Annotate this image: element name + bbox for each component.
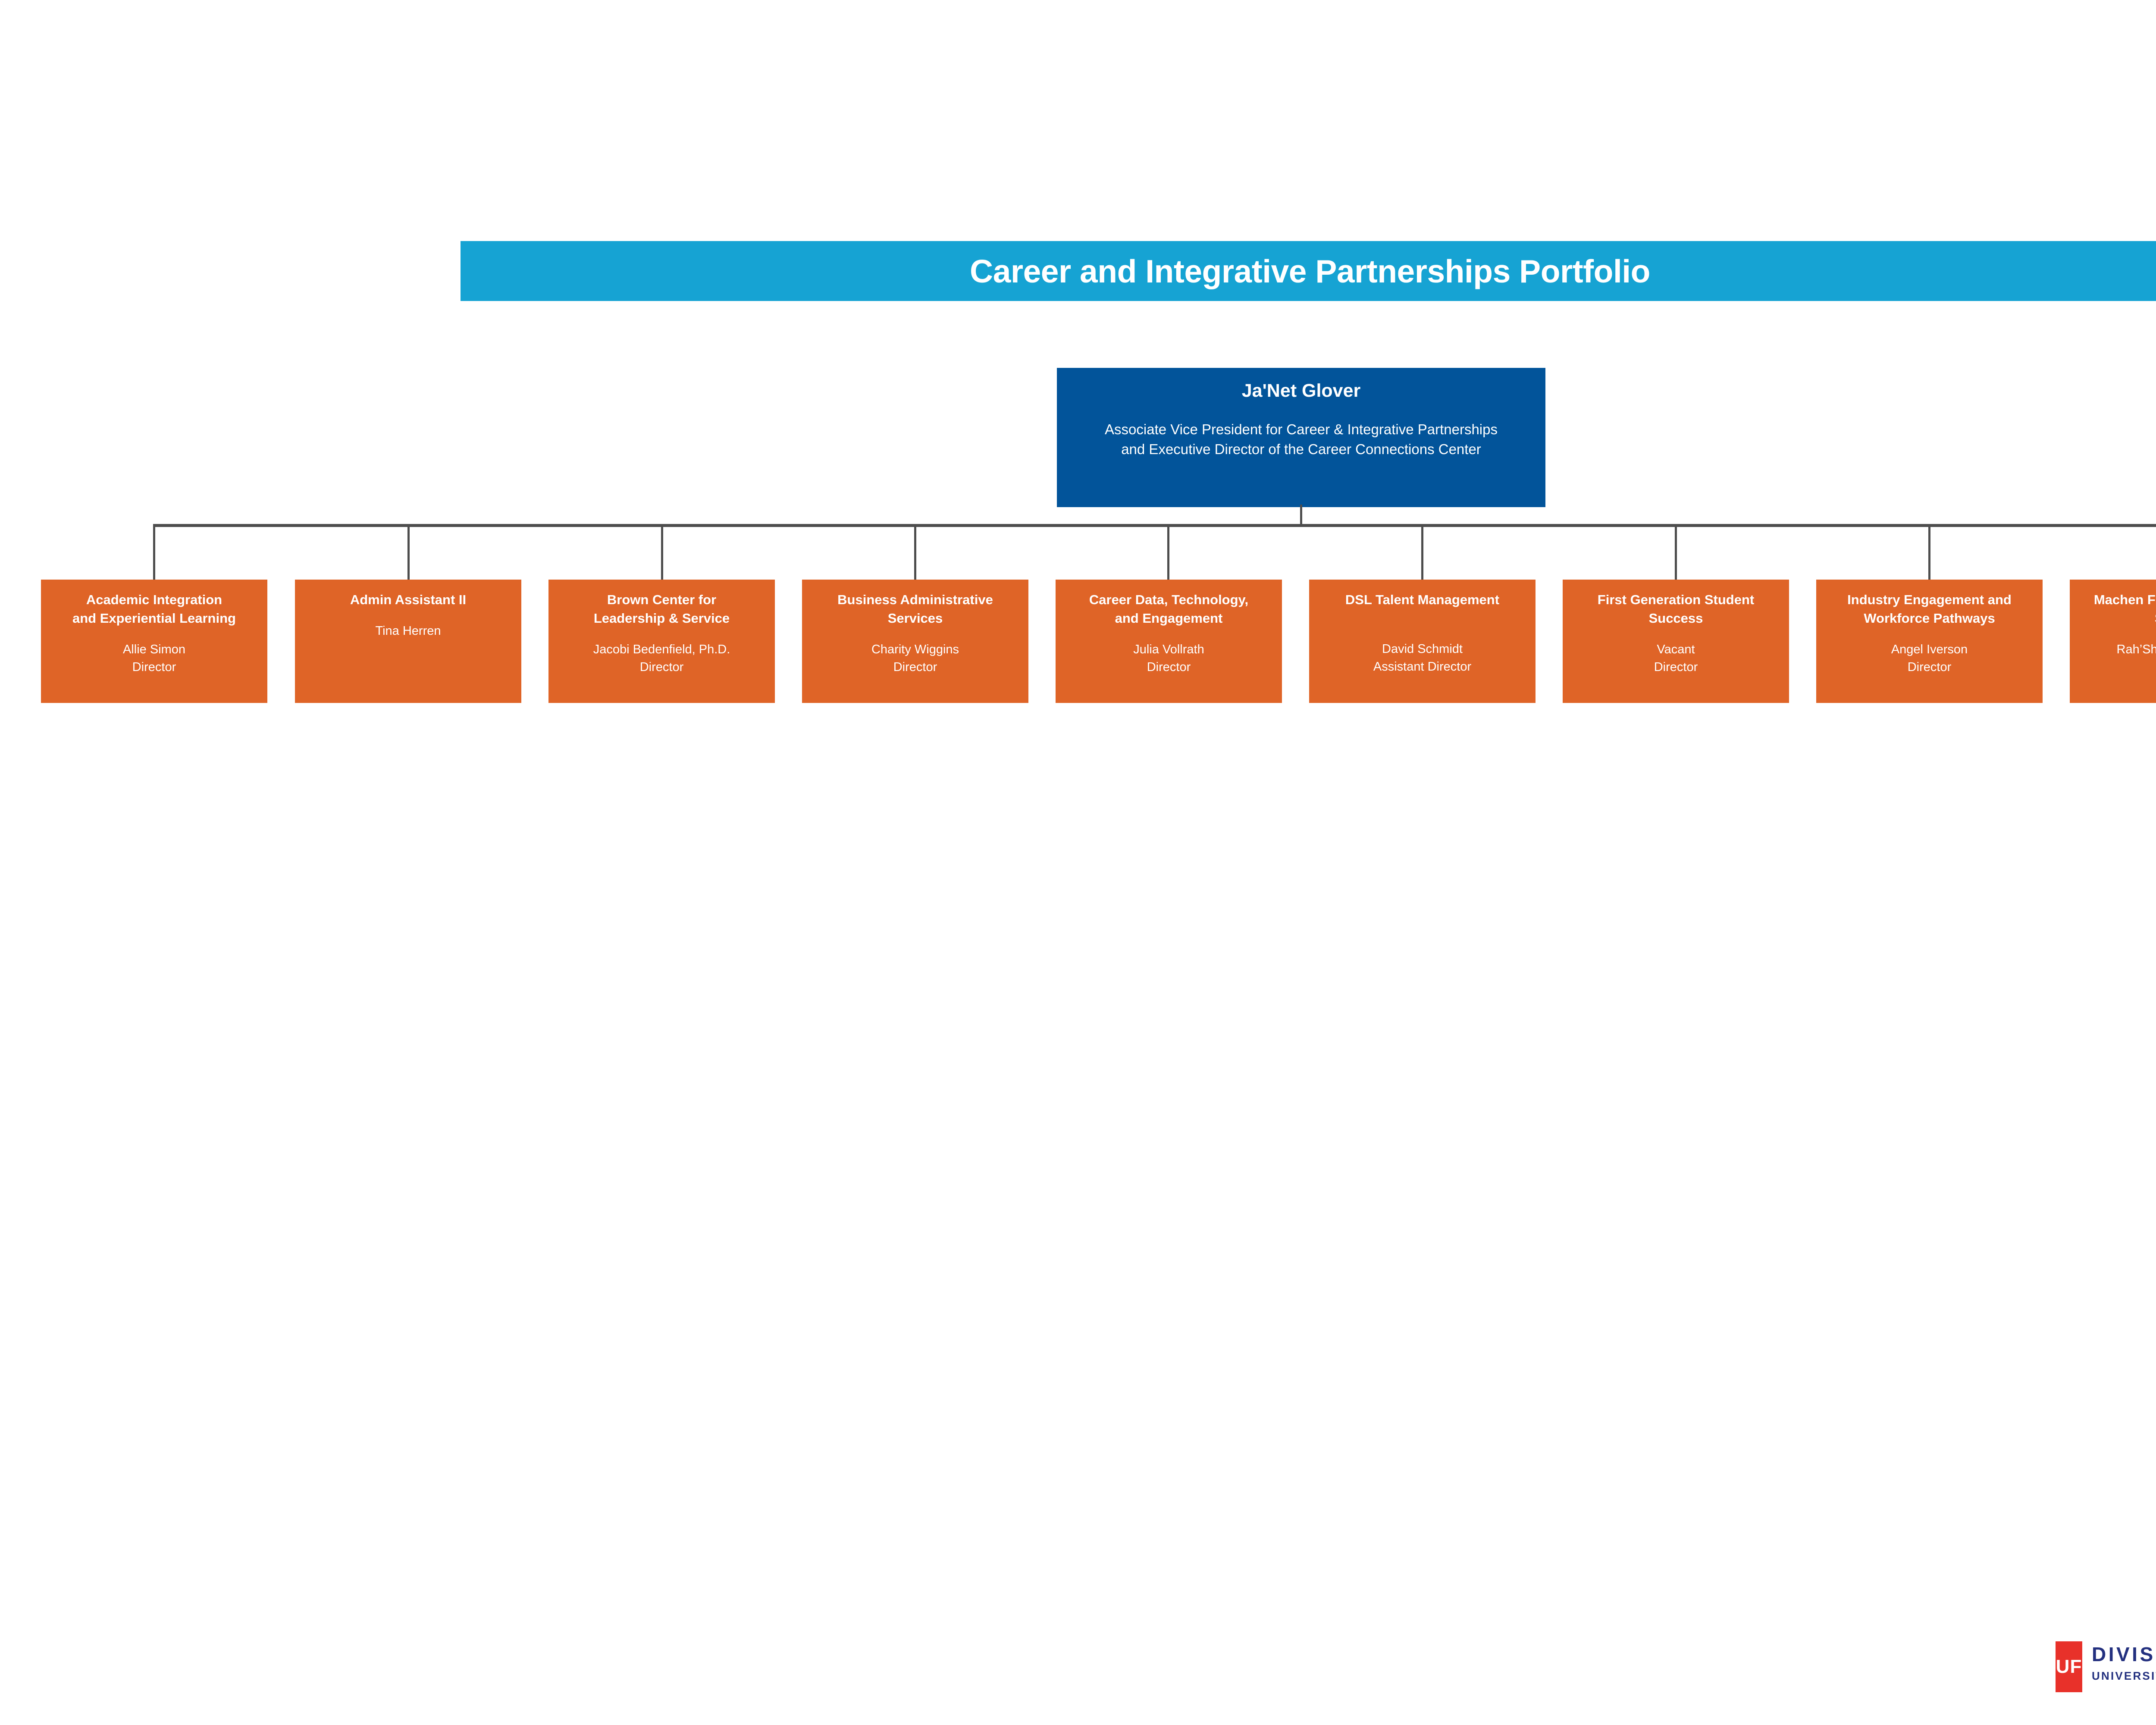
uf-logo-line-1: DIVISION OF STUDENT LIFE	[2092, 1643, 2156, 1665]
connector-drop-1	[153, 524, 155, 580]
org-node-department[interactable]: Admin Assistant II Tina Herren	[295, 580, 521, 703]
department-row: Academic Integration and Experiential Le…	[0, 580, 2156, 705]
department-person: Julia Vollrath	[1133, 642, 1204, 656]
org-node-department[interactable]: Academic Integration and Experiential Le…	[41, 580, 267, 703]
department-role: Assistant Director	[1373, 659, 1472, 674]
uf-logo-mark-text: UF	[2056, 1656, 2082, 1677]
department-title: Industry Engagement and Workforce Pathwa…	[1847, 592, 2012, 626]
root-title-line-1: Associate Vice President for Career & In…	[1105, 421, 1498, 437]
uf-logo-mark: UF	[2056, 1641, 2082, 1692]
department-role: Director	[1907, 660, 1952, 674]
department-person: Rah’Shad Bryant, Ph.D.	[2116, 642, 2156, 656]
connector-drop-4	[914, 524, 916, 580]
department-role: Director	[639, 660, 684, 674]
department-title: DSL Talent Management	[1345, 592, 1500, 607]
department-title: Admin Assistant II	[350, 592, 467, 607]
connector-root-stem	[1300, 505, 1302, 525]
page-title: Career and Integrative Partnerships Port…	[970, 253, 1650, 289]
department-role: Director	[893, 660, 937, 674]
connector-drop-8	[1928, 524, 1930, 580]
org-node-department[interactable]: First Generation Student Success Vacant …	[1563, 580, 1789, 703]
department-person: Tina Herren	[375, 624, 441, 638]
org-node-department[interactable]: Career Data, Technology, and Engagement …	[1056, 580, 1282, 703]
uf-logo-line-2: UNIVERSITY OF FLORIDA	[2092, 1669, 2156, 1683]
connector-lines	[0, 505, 2156, 595]
department-title: Academic Integration and Experiential Le…	[72, 592, 236, 626]
connector-horizontal-bar	[153, 524, 2156, 527]
org-node-department[interactable]: Machen Florida Opportunity Scholars Rah’…	[2070, 580, 2156, 703]
department-title: Business Administrative Services	[837, 592, 993, 626]
org-node-department[interactable]: Brown Center for Leadership & Service Ja…	[548, 580, 775, 703]
department-title: Machen Florida Opportunity Scholars	[2093, 592, 2156, 626]
department-role: Director	[132, 660, 176, 674]
header-banner: Career and Integrative Partnerships Port…	[461, 241, 2156, 301]
org-node-department[interactable]: Business Administrative Services Charity…	[802, 580, 1028, 703]
connector-drop-6	[1421, 524, 1423, 580]
department-title: Career Data, Technology, and Engagement	[1089, 592, 1249, 626]
department-role: Director	[2074, 659, 2156, 676]
department-person: Charity Wiggins	[871, 642, 959, 656]
uf-division-of-student-life-logo: UF DIVISION OF STUDENT LIFE UNIVERSITY O…	[2056, 1641, 2156, 1692]
department-title: First Generation Student Success	[1597, 592, 1755, 626]
connector-drop-5	[1167, 524, 1169, 580]
connector-drop-7	[1675, 524, 1677, 580]
org-node-department[interactable]: DSL Talent Management David Schmidt Assi…	[1309, 580, 1536, 703]
connector-drop-3	[661, 524, 663, 580]
department-person: Angel Iverson	[1891, 642, 1968, 656]
department-person: Vacant	[1657, 642, 1695, 656]
org-node-department[interactable]: Industry Engagement and Workforce Pathwa…	[1816, 580, 2043, 703]
root-person-name: Ja'Net Glover	[1241, 380, 1361, 401]
uf-logo-wordmark: DIVISION OF STUDENT LIFE UNIVERSITY OF F…	[2092, 1641, 2156, 1682]
department-role: Director	[1654, 660, 1698, 674]
department-role: Director	[1147, 660, 1191, 674]
department-person: Allie Simon	[122, 642, 186, 656]
org-node-root: Ja'Net Glover Associate Vice President f…	[1057, 368, 1545, 507]
department-title: Brown Center for Leadership & Service	[593, 592, 730, 626]
department-person: David Schmidt	[1382, 642, 1463, 656]
department-person: Jacobi Bedenfield, Ph.D.	[593, 642, 730, 656]
connector-drop-2	[407, 524, 410, 580]
root-title-line-2: and Executive Director of the Career Con…	[1121, 441, 1481, 458]
